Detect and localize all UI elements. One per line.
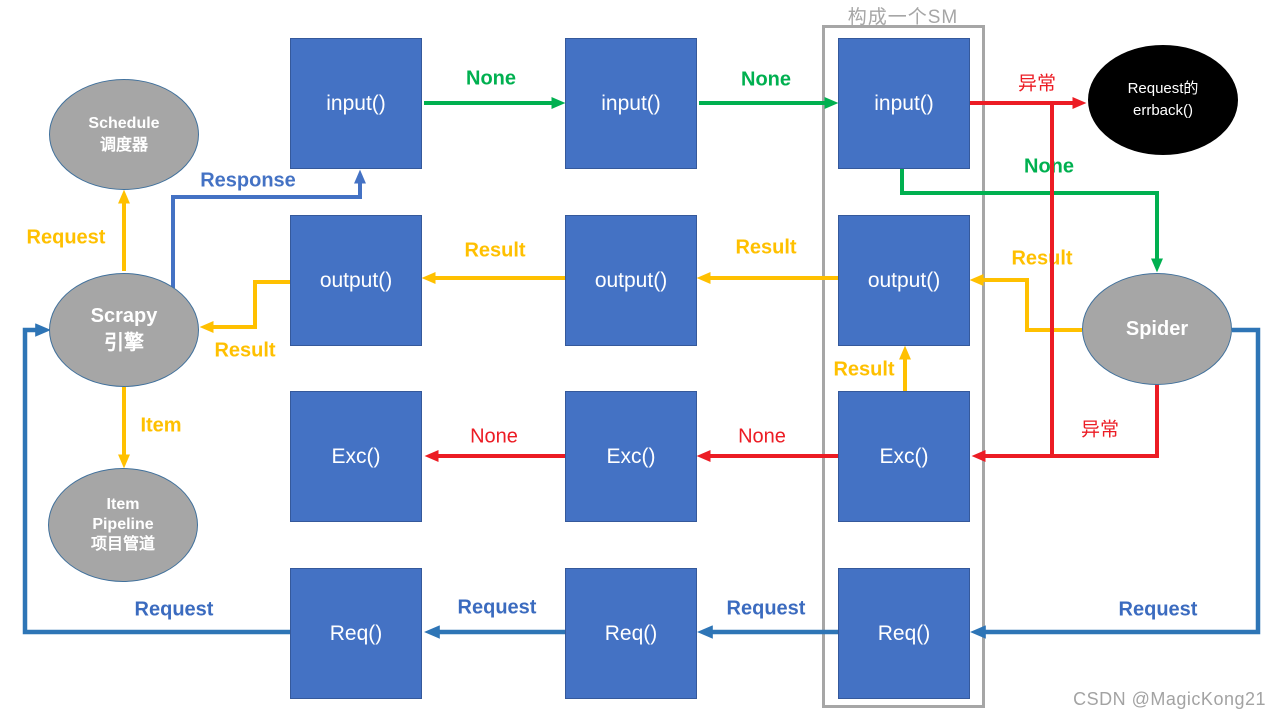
label-none-2: None — [741, 68, 791, 91]
box-req-3: Req() — [838, 568, 970, 699]
box-label: Exc() — [606, 444, 656, 468]
box-req-1: Req() — [290, 568, 422, 699]
node-spider: Spider — [1082, 273, 1232, 385]
box-output-2: output() — [565, 215, 697, 346]
node-label: 调度器 — [99, 136, 148, 154]
arrow-result-spider-output3 — [969, 274, 1082, 332]
box-exc-3: Exc() — [838, 391, 970, 522]
node-label: 项目管道 — [90, 536, 155, 553]
label-request-1: Request — [134, 598, 214, 621]
label-none-exc-1: None — [470, 425, 518, 448]
arrow-exception-spider-exc3 — [971, 383, 1159, 462]
box-exc-1: Exc() — [290, 391, 422, 522]
arrow-request-req1-engine — [22, 323, 290, 635]
node-label: errback() — [1132, 102, 1193, 119]
label-none-1: None — [466, 67, 516, 90]
label-request-4: Request — [1118, 598, 1198, 621]
arrow-response-engine-input1 — [171, 169, 366, 288]
label-item: Item — [140, 414, 182, 437]
label-result-2: Result — [735, 236, 797, 259]
node-label: Scrapy — [90, 305, 158, 327]
arrow-result-output1-engine — [199, 280, 290, 333]
box-label: Req() — [329, 621, 383, 645]
node-label: 引擎 — [104, 332, 144, 354]
node-label: Spider — [1125, 317, 1189, 340]
sm-group-border — [822, 25, 985, 708]
label-result-exc: Result — [833, 358, 895, 381]
arrow-none-input3-spider — [900, 169, 1163, 273]
box-output-1: output() — [290, 215, 422, 346]
box-req-2: Req() — [565, 568, 697, 699]
label-none-3: None — [1024, 155, 1074, 178]
box-label: input() — [601, 91, 661, 115]
box-output-3: output() — [838, 215, 970, 346]
box-label: output() — [867, 268, 941, 292]
label-result-spider: Result — [1011, 247, 1073, 270]
arrow-request-spider-req3 — [970, 327, 1261, 639]
label-none-exc-2: None — [738, 425, 786, 448]
label-request-scheduler: Request — [26, 226, 106, 249]
box-label: Req() — [877, 621, 931, 645]
box-exc-2: Exc() — [565, 391, 697, 522]
node-scheduler: Schedule 调度器 — [49, 79, 199, 190]
box-input-1: input() — [290, 38, 422, 169]
box-label: input() — [874, 91, 934, 115]
label-request-3: Request — [726, 597, 806, 620]
label-exception-top: 异常 — [1017, 73, 1057, 95]
box-input-2: input() — [565, 38, 697, 169]
sm-group-title: 构成一个SM — [847, 7, 959, 28]
node-label: Request的 — [1127, 79, 1199, 97]
node-label: Schedule — [88, 114, 160, 132]
box-label: Exc() — [331, 444, 381, 468]
box-label: output() — [319, 268, 393, 292]
box-label: output() — [594, 268, 668, 292]
node-engine: Scrapy 引擎 — [49, 273, 199, 387]
box-label: Exc() — [879, 444, 929, 468]
label-exception-bottom: 异常 — [1080, 419, 1120, 441]
node-label: Item — [106, 496, 140, 513]
label-result-engine: Result — [214, 339, 276, 362]
label-response: Response — [200, 169, 296, 192]
node-label: Pipeline — [92, 516, 154, 533]
node-item-pipeline: Item Pipeline 项目管道 — [48, 468, 198, 582]
label-result-1: Result — [464, 239, 526, 262]
box-input-3: input() — [838, 38, 970, 169]
box-label: input() — [326, 91, 386, 115]
watermark: CSDN @MagicKong21 — [1073, 689, 1266, 709]
label-request-2: Request — [457, 596, 537, 619]
box-label: Req() — [604, 621, 658, 645]
node-request-errback: Request的 errback() — [1088, 45, 1238, 155]
